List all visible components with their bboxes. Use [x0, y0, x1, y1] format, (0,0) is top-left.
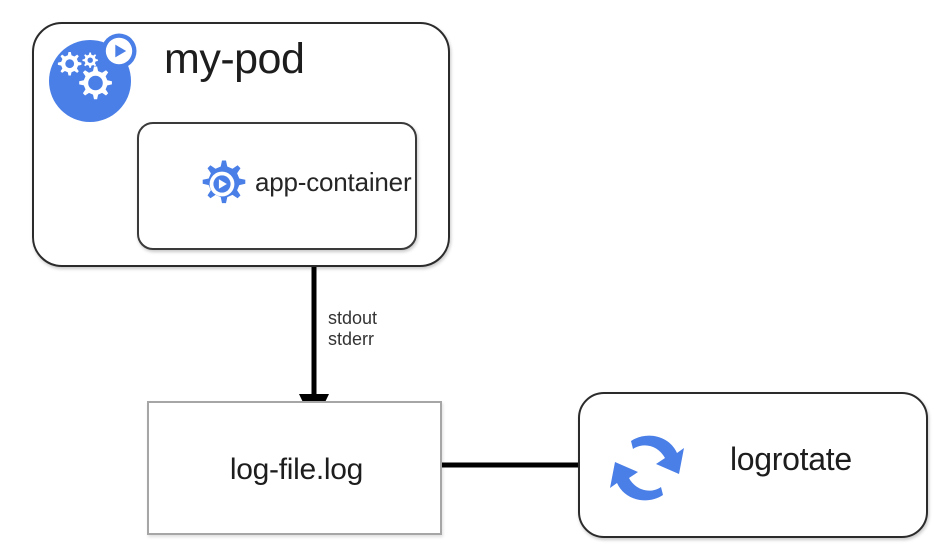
- node-app-container[interactable]: app-container: [137, 122, 417, 250]
- play-badge-icon: [101, 33, 137, 69]
- node-logrotate[interactable]: logrotate: [578, 392, 928, 538]
- edge-label-stdout-stderr: stdout stderr: [328, 308, 377, 350]
- rotate-arrows-icon: [605, 426, 689, 510]
- edge-container-to-logfile: [299, 245, 329, 425]
- node-my-pod[interactable]: my-pod app-container: [32, 22, 450, 267]
- log-file-label: log-file.log: [229, 453, 364, 486]
- container-gear-play-icon: [193, 155, 251, 213]
- edge-label-line-2: stderr: [328, 329, 375, 349]
- pod-label: my-pod: [164, 35, 305, 83]
- node-log-file[interactable]: log-file.log: [147, 401, 442, 535]
- kubernetes-pod-icon: [44, 27, 144, 127]
- container-label: app-container: [255, 167, 412, 197]
- edge-label-line-1: stdout: [328, 308, 378, 328]
- logrotate-label: logrotate: [730, 441, 852, 477]
